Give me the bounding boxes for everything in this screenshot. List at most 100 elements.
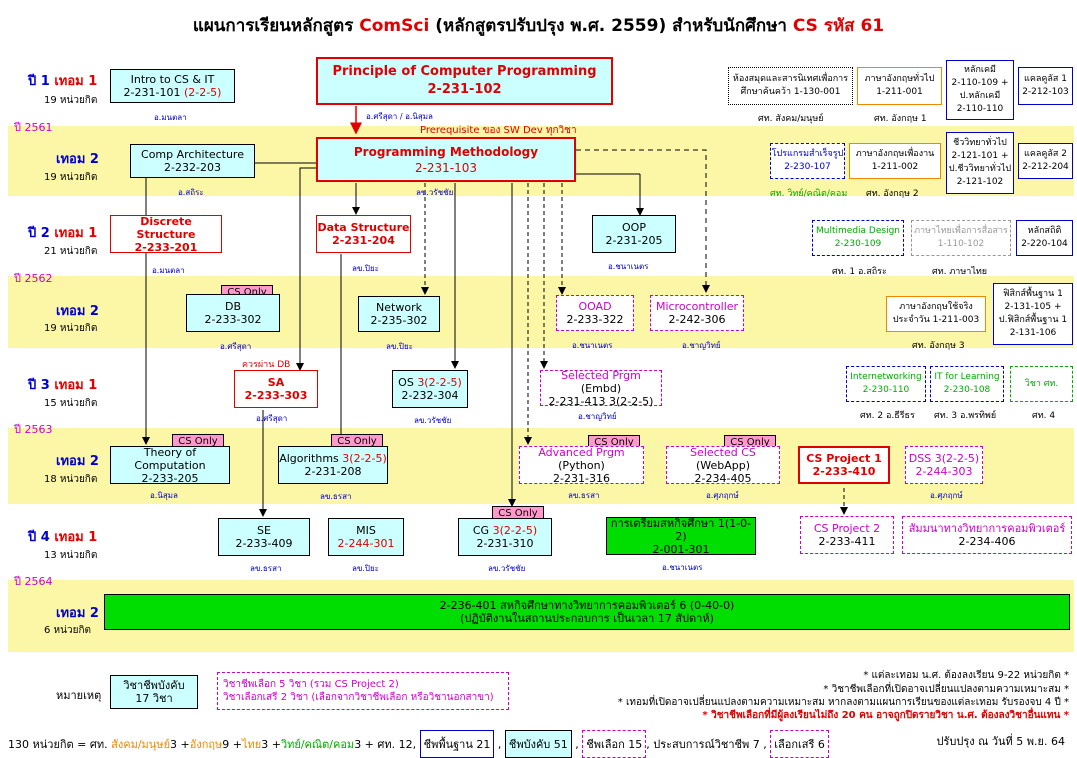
- prof-cg: ลข.วรัชชัย: [488, 564, 526, 573]
- year-label-2562: ปี 2562: [14, 272, 53, 285]
- credits-y2t1: 21 หน่วยกิต: [44, 246, 98, 257]
- course-seminar[interactable]: สัมมนาทางวิทยาการคอมพิวเตอร์2-234-406: [902, 516, 1072, 554]
- prof-eng2: ศท. อังกฤษ 2: [866, 189, 919, 199]
- course-intro[interactable]: Intro to CS & IT 2-231-101 (2-2-5): [110, 69, 235, 103]
- arrow-pm-micro: [576, 149, 710, 293]
- prof-ca: อ.สถิระ: [178, 188, 204, 197]
- year-label-2561: ปี 2561: [14, 121, 53, 134]
- course-cg[interactable]: CG 3(2-2-5)2-231-310: [458, 518, 552, 556]
- prof-toc: อ.นิสุมล: [150, 491, 178, 500]
- gened-lib[interactable]: ห้องสมุดและสารนิเทศเพื่อการศึกษาค้นคว้า …: [728, 67, 853, 105]
- prof-eng3: ศท. อังกฤษ 3: [912, 341, 965, 351]
- legend-elective: วิชาชีพเลือก 5 วิชา (รวม CS Project 2)วิ…: [217, 672, 509, 710]
- sa-note: ควรผ่าน DB: [242, 360, 291, 370]
- prof-intro: อ.มนตลา: [154, 113, 187, 122]
- note-3: * เทอมที่เปิดอาจเปลี่ยนแปลงตามความเหมาะส…: [617, 697, 1069, 708]
- prof-mm: ศท. 1 อ.สถิระ: [832, 267, 887, 277]
- course-pcp[interactable]: Principle of Computer Programming 2-231-…: [316, 57, 613, 105]
- prof-sci: ศท. 4: [1032, 411, 1056, 421]
- course-os[interactable]: OS 3(2-2-5)2-232-304: [392, 370, 468, 408]
- course-selp[interactable]: Selected Prgm (Embd)2-231-413 3(2-2-5): [540, 369, 662, 408]
- course-advp[interactable]: Advanced Prgm (Python)2-231-316: [519, 446, 644, 485]
- prof-ds: อ.มนตลา: [152, 266, 185, 275]
- gened-eng3[interactable]: ภาษาอังกฤษใช้จริงประจำวัน 1-211-003: [886, 296, 986, 332]
- summary-elect: ชีพเลือก 15: [582, 730, 647, 758]
- prof-mis: ลข.ปิยะ: [352, 564, 379, 573]
- row-label-y4t1: ปี 4 เทอม 1: [28, 530, 98, 545]
- gened-sci[interactable]: วิชา ศท.: [1010, 366, 1073, 402]
- prof-eng1: ศท. อังกฤษ 1: [874, 114, 927, 124]
- prof-oop: อ.ชนาเนตร: [608, 262, 649, 271]
- credits-y3t1: 15 หน่วยกิต: [44, 398, 98, 409]
- prof-algo: ลข.ธรสา: [320, 492, 352, 501]
- credits-y4t2: 6 หน่วยกิต: [44, 625, 91, 636]
- summary-basic: ชีพพื้นฐาน 21: [419, 730, 495, 758]
- prof-micro: อ.ชาญวิทย์: [682, 341, 721, 350]
- course-dss[interactable]: DSS 3(2-2-5)2-244-303: [905, 446, 983, 484]
- note-1: * แต่ละเทอม น.ศ. ต้องลงเรียน 9-22 หน่วยก…: [863, 670, 1069, 681]
- summary-req: ชีพบังคับ 51: [504, 730, 572, 758]
- prof-inet: ศท. 2 อ.ธีรีธร: [860, 411, 915, 421]
- credits-y1t2: 19 หน่วยกิต: [44, 172, 98, 183]
- row-label-y1t2: เทอม 2: [56, 152, 99, 167]
- row-label-y2t1: ปี 2 เทอม 1: [28, 226, 98, 241]
- course-pm[interactable]: Programming Methodology 2-231-103: [316, 137, 576, 182]
- prof-thai: ศท. ภาษาไทย: [932, 267, 988, 277]
- note-2: * วิชาชีพเลือกที่เปิดอาจเปลี่ยนแปลงตามคว…: [823, 684, 1069, 695]
- prof-net: ลข.ปิยะ: [386, 342, 413, 351]
- gened-stat[interactable]: หลักสถิติ2-220-104: [1016, 220, 1073, 256]
- summary-free: เลือกเสรี 6: [770, 730, 829, 758]
- prof-se: ลข.ธรสา: [250, 564, 282, 573]
- course-coop[interactable]: 2-236-401 สหกิจศึกษาทางวิทยาการคอมพิวเตอ…: [104, 594, 1070, 630]
- credits-y1t1: 19 หน่วยกิต: [44, 95, 98, 106]
- gened-chem[interactable]: หลักเคมี2-110-109 +ป.หลักเคมี2-110-110: [946, 60, 1014, 120]
- updated-date: ปรับปรุง ณ วันที่ 5 พ.ย. 64: [936, 735, 1065, 748]
- course-selcs[interactable]: Selected CS (WebApp)2-234-405: [666, 446, 780, 485]
- legend-label: หมายเหตุ: [56, 689, 102, 702]
- credits-y4t1: 13 หน่วยกิต: [44, 550, 98, 561]
- prof-selp: อ.ชาญวิทย์: [578, 412, 617, 421]
- row-label-y3t2: เทอม 2: [56, 454, 99, 469]
- prof-lib: ศท. สังคม/มนุษย์: [758, 114, 824, 124]
- note-4: * วิชาชีพเลือกที่มีผู้ลงเรียนไม่ถึง 20 ค…: [702, 710, 1069, 721]
- course-prep[interactable]: การเตรียมสหกิจศึกษา 1(1-0-2)2-001-301: [606, 517, 756, 556]
- prof-ooad: อ.ชนาเนตร: [572, 341, 613, 350]
- year-label-2564: ปี 2564: [14, 575, 53, 588]
- prof-sa: อ.ศรีสุดา: [256, 414, 288, 423]
- arrow-pm-sa: [296, 167, 316, 371]
- prof-selcs: อ.ศุภฤกษ์: [706, 491, 739, 500]
- prof-os: ลข.วรัชชัย: [414, 416, 452, 425]
- prof-pm: ลข.วรัชชัย: [416, 188, 454, 197]
- prereq-note: Prerequisite ของ SW Dev ทุกวิชา: [420, 125, 577, 136]
- year-label-2563: ปี 2563: [14, 423, 53, 436]
- prof-pcp: อ.ศรีสุดา / อ.นิสุมล: [366, 112, 433, 121]
- course-algo[interactable]: Algorithms 3(2-2-5)2-231-208: [278, 446, 388, 484]
- row-label-y4t2: เทอม 2: [56, 606, 99, 621]
